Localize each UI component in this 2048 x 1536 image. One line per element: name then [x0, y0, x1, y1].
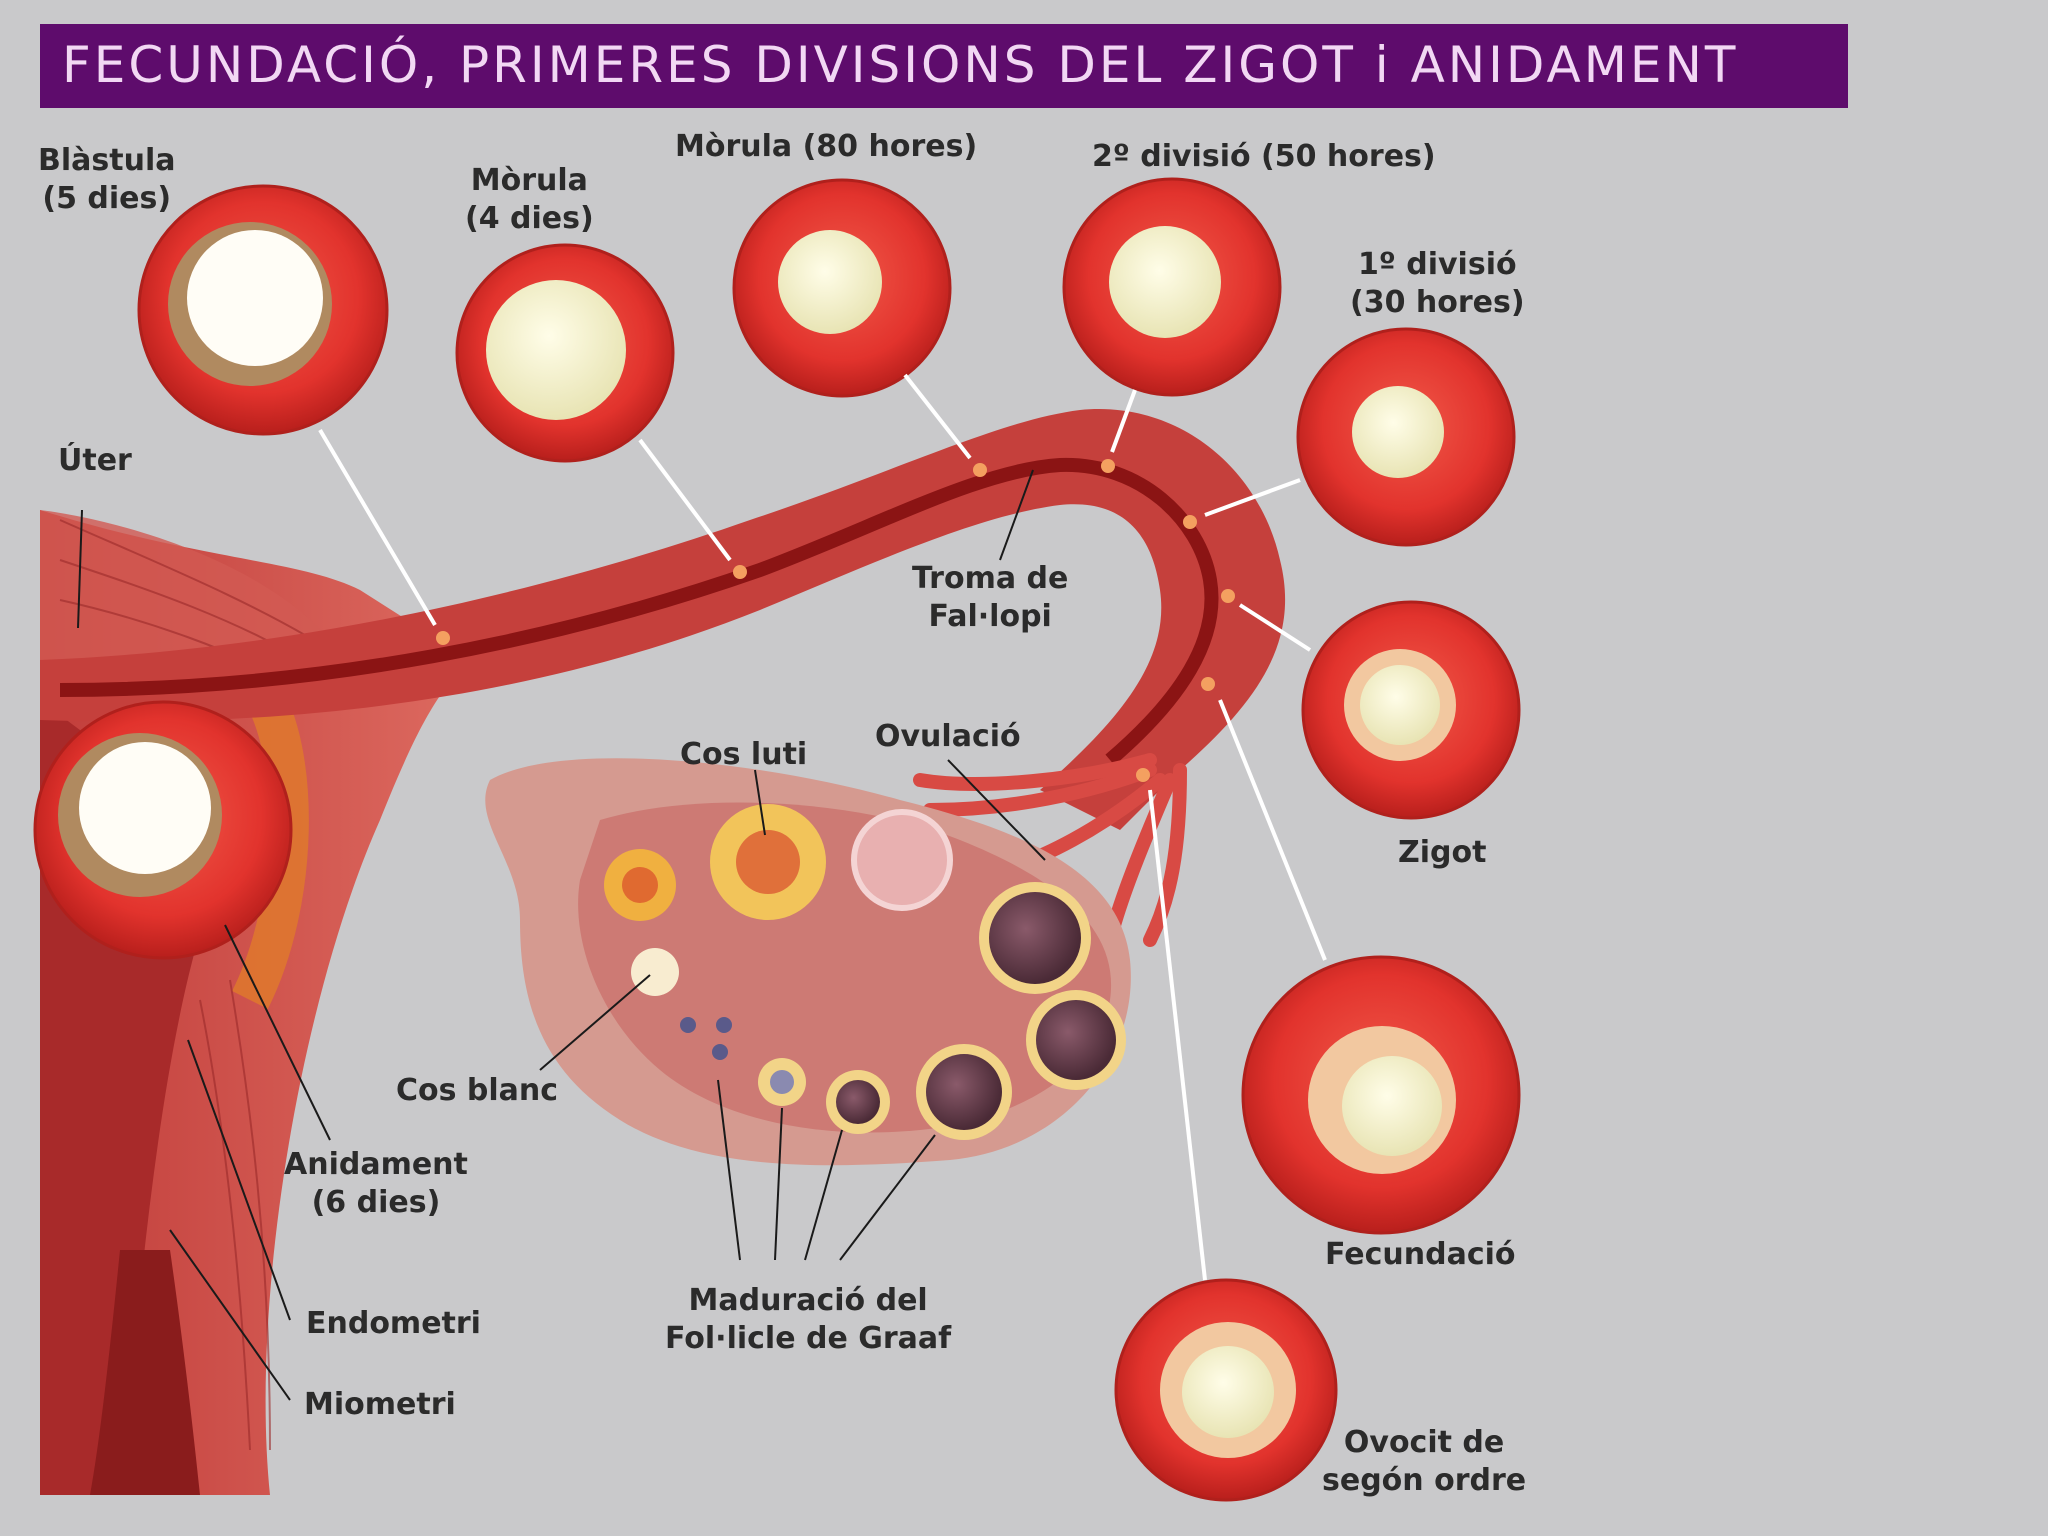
- morula-80-circle: [732, 178, 952, 398]
- corpus-albicans-small: [604, 849, 676, 921]
- label-morula-4-dies: Mòrula(4 dies): [465, 163, 594, 236]
- fertilization-circle: [1241, 955, 1521, 1235]
- label-blastula: Blàstula(5 dies): [38, 143, 176, 216]
- label-cos-blanc: Cos blanc: [396, 1073, 559, 1108]
- label-first-division: 1º divisió(30 hores): [1350, 247, 1525, 320]
- oocyte-circle: [1114, 1278, 1338, 1502]
- blastula-circle: [137, 184, 389, 436]
- zygote-circle: [1301, 600, 1521, 820]
- label-miometri: Miometri: [304, 1387, 456, 1422]
- second-division-circle: [1062, 177, 1282, 397]
- label-fecundacio: Fecundació: [1325, 1237, 1516, 1272]
- first-division-circle: [1296, 327, 1516, 547]
- morula-4-circle: [455, 243, 675, 463]
- ruptured-follicle: [851, 809, 953, 911]
- anidament-inset: [33, 700, 293, 960]
- label-zigot: Zigot: [1398, 835, 1487, 870]
- corpus-albicans: [631, 948, 679, 996]
- page-title: FECUNDACIÓ, PRIMERES DIVISIONS DEL ZIGOT…: [62, 36, 1739, 94]
- graafian-follicles: [758, 882, 1126, 1140]
- label-cos-luti: Cos luti: [680, 737, 808, 772]
- label-morula-80-hores: Mòrula (80 hores): [675, 129, 978, 164]
- pointer-arrows: [318, 373, 1327, 1281]
- label-endometri: Endometri: [306, 1306, 481, 1341]
- primordial-follicles: [680, 1017, 732, 1060]
- label-anidament: Anidament(6 dies): [284, 1147, 468, 1220]
- leader-lines: [77, 469, 1046, 1401]
- corpus-luteum: [710, 804, 826, 920]
- label-second-division: 2º divisió (50 hores): [1092, 139, 1436, 174]
- label-ovulacio: Ovulació: [875, 719, 1021, 754]
- label-uter: Úter: [58, 443, 132, 478]
- tube-markers: [436, 459, 1235, 782]
- title-bar: FECUNDACIÓ, PRIMERES DIVISIONS DEL ZIGOT…: [40, 24, 1848, 108]
